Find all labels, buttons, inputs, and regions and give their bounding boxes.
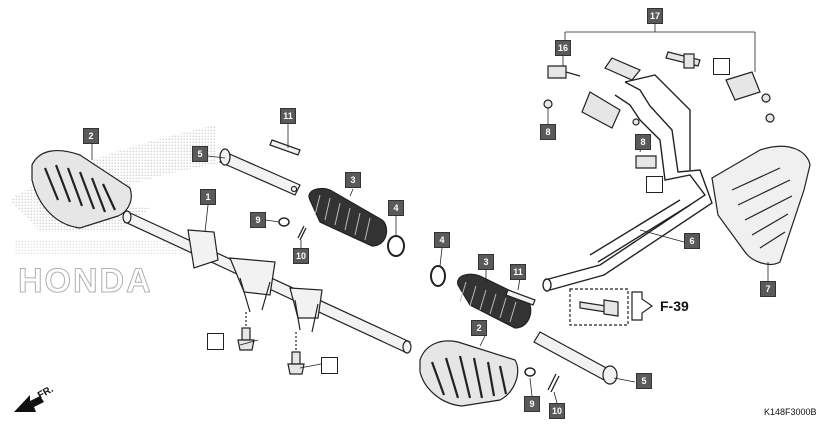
empty-ref-box: [207, 333, 224, 350]
empty-ref-box: [646, 176, 663, 193]
left-cotter-pin: [297, 225, 307, 241]
diagram-code: K148F3000B: [764, 407, 817, 417]
right-footpeg-rubber: [419, 340, 519, 407]
front-arrow-icon: [14, 395, 44, 412]
right-small-washer: [524, 367, 536, 377]
right-rubber-sleeve: [457, 273, 532, 329]
callout-8-upper: 8: [635, 134, 651, 150]
reference-label: F-39: [660, 298, 689, 314]
top-hardware: [543, 51, 775, 169]
right-cotter-pin: [547, 373, 560, 393]
callout-9: 9: [250, 212, 266, 228]
callout-7: 7: [760, 281, 776, 297]
callout-3: 3: [345, 172, 361, 188]
bracket-frame: [542, 74, 713, 292]
callout-4-right: 4: [434, 232, 450, 248]
callout-2-right: 2: [471, 320, 487, 336]
callout-17: 17: [647, 8, 663, 24]
left-pivot-pin: [219, 139, 301, 196]
callout-11: 11: [280, 108, 296, 124]
callout-2: 2: [83, 128, 99, 144]
callout-5: 5: [192, 146, 208, 162]
right-pivot-pin: [505, 289, 618, 385]
empty-ref-box: [713, 58, 730, 75]
left-footpeg-rubber: [31, 150, 132, 229]
reference-bolt: [569, 288, 654, 326]
empty-ref-box: [321, 357, 338, 374]
callout-6: 6: [684, 233, 700, 249]
callout-10: 10: [293, 248, 309, 264]
callout-10-right: 10: [549, 403, 565, 419]
callout-9-right: 9: [524, 396, 540, 412]
svg-text:HONDA: HONDA: [18, 262, 153, 300]
side-panel: [711, 145, 811, 265]
callout-11-right: 11: [510, 264, 526, 280]
callout-8: 8: [540, 124, 556, 140]
left-small-washer: [278, 217, 290, 227]
left-washer: [387, 235, 405, 257]
callout-5-right: 5: [636, 373, 652, 389]
left-rubber-sleeve: [308, 187, 388, 247]
step-bar-bolts: [237, 312, 305, 375]
callout-1: 1: [200, 189, 216, 205]
callout-16: 16: [555, 40, 571, 56]
callout-3-right: 3: [478, 254, 494, 270]
right-washer: [430, 265, 446, 287]
callout-4: 4: [388, 200, 404, 216]
